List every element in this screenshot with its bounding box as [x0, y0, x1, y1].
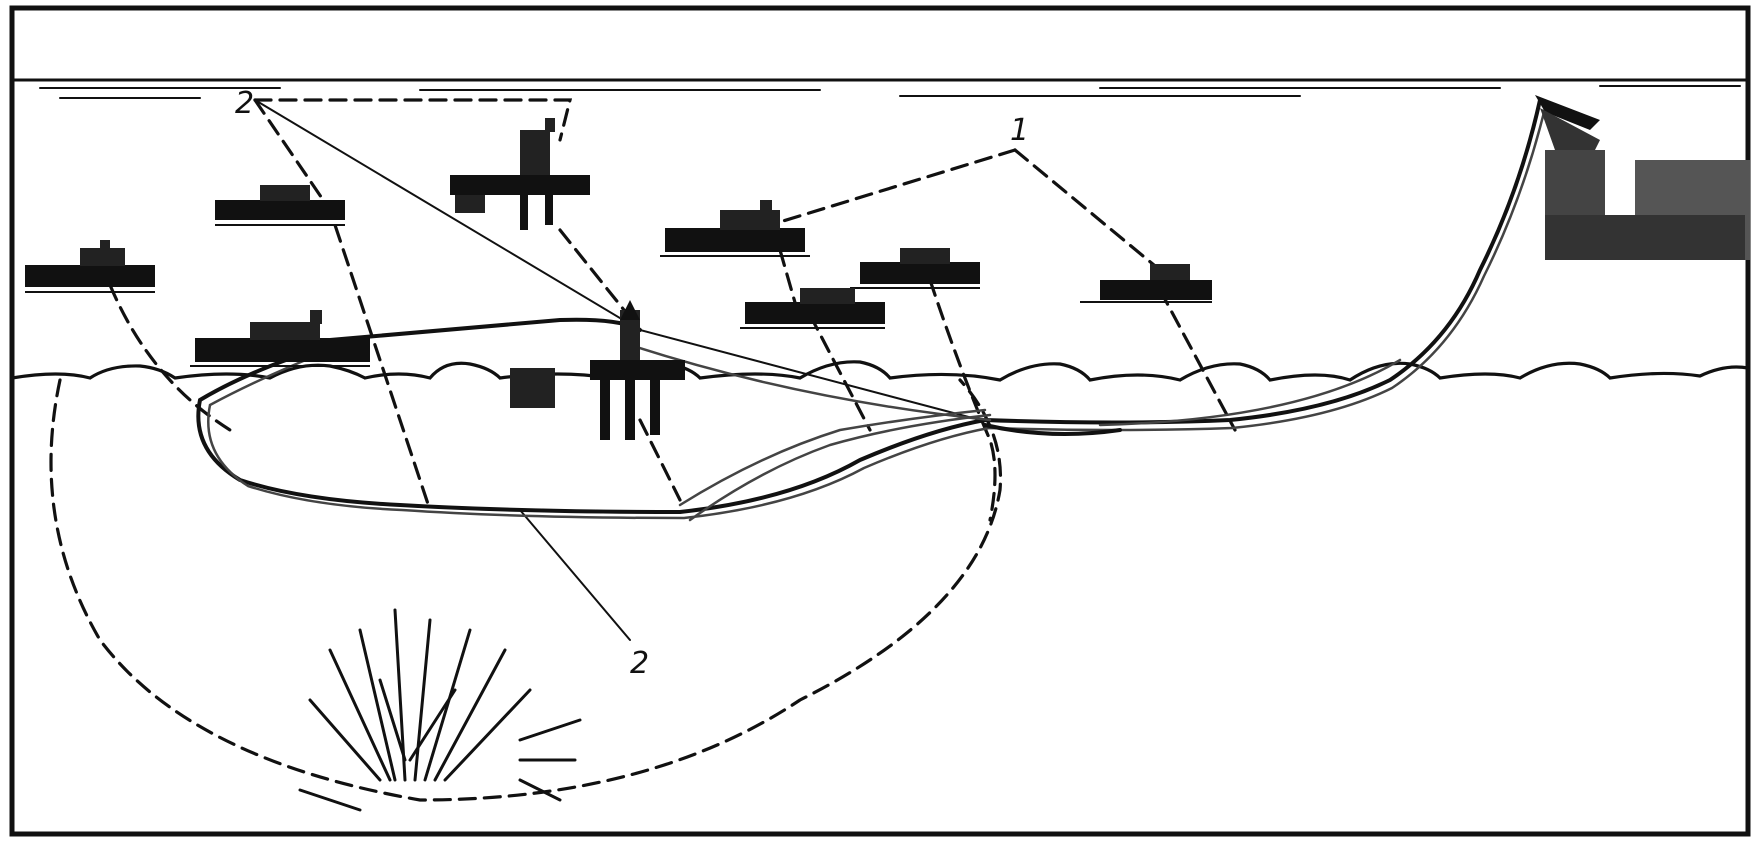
explosion-icon	[298, 608, 582, 812]
oil-platform-icon	[450, 118, 590, 230]
ship-icon	[660, 200, 810, 257]
subsea-cable-bundle	[196, 98, 1548, 522]
ship-drop-1	[108, 283, 232, 432]
crane-icon	[1535, 95, 1750, 260]
oil-platform-icon	[510, 300, 685, 440]
ship-icon	[215, 185, 345, 226]
diagram-frame	[9, 5, 1751, 837]
callout-2-bottom: 2	[630, 646, 649, 681]
leader-1-a	[768, 148, 1017, 227]
leader-1-c	[1158, 288, 1237, 432]
leader-1-b	[1013, 148, 1162, 272]
callout-2-top: 2	[235, 86, 254, 121]
ship-icon	[1080, 264, 1212, 303]
leader-2-bottom	[519, 509, 631, 641]
horizon-line	[12, 78, 1748, 99]
coverage-zone-dashed-loop	[49, 378, 1003, 802]
ship-icon	[190, 310, 370, 367]
ship-icon	[25, 240, 155, 293]
callout-1: 1	[1010, 113, 1029, 148]
leader-2-top-b	[253, 98, 432, 512]
ship-drop-3	[808, 313, 872, 432]
ship-drop-6	[638, 418, 682, 502]
ship-drop-4	[928, 278, 997, 522]
leader-2-top-a	[253, 98, 573, 142]
ship-icon	[850, 248, 980, 289]
ship-icon	[740, 288, 885, 329]
